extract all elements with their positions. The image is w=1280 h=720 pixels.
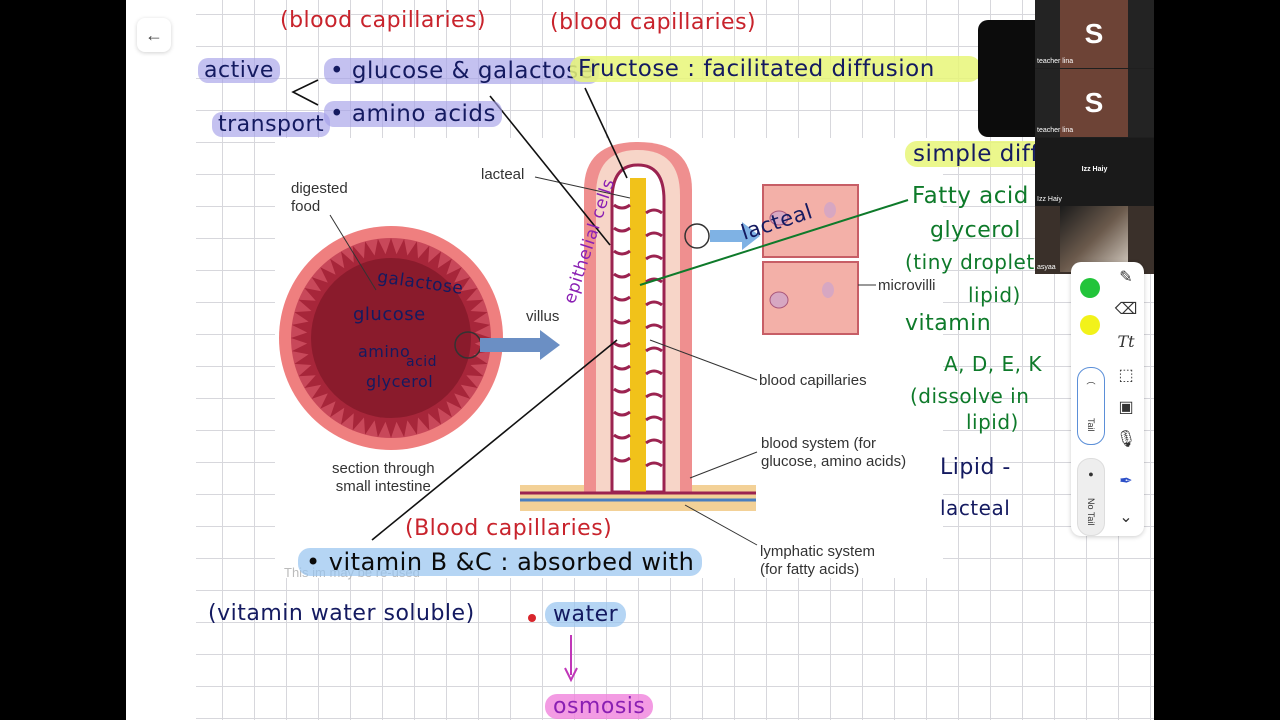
dot-icon: ● bbox=[1088, 468, 1094, 479]
highlighter-icon[interactable]: ✒ bbox=[1119, 473, 1133, 490]
lasso-select-icon[interactable]: ⬚ bbox=[1118, 367, 1134, 384]
note-lipid-close: lipid) bbox=[968, 283, 1021, 307]
tail-label: Tail bbox=[1086, 418, 1096, 432]
note-active: active bbox=[198, 58, 280, 83]
blood-capillaries-label: blood capillaries bbox=[759, 372, 867, 389]
note-transport: transport bbox=[212, 112, 331, 137]
note-vitamins-adek: A, D, E, K bbox=[944, 352, 1042, 376]
avatar: S bbox=[1060, 0, 1128, 68]
no-tail-label: No Tail bbox=[1086, 497, 1096, 526]
participant-tile[interactable]: S teacher lina bbox=[1035, 0, 1154, 68]
participant-tile[interactable]: S teacher lina bbox=[1035, 69, 1154, 137]
note-simple-diff: simple diff bbox=[905, 141, 1047, 167]
lacteal-label: lacteal bbox=[481, 166, 525, 183]
color-swatch-yellow[interactable] bbox=[1080, 315, 1100, 335]
note-blood-capillaries-3: (Blood capillaries) bbox=[405, 516, 613, 541]
tail-toggle[interactable]: ⌒ Tail bbox=[1077, 367, 1105, 445]
microphone-icon[interactable]: 🎙 bbox=[1115, 431, 1137, 448]
participant-center-name: Izz Haiy bbox=[1081, 166, 1108, 173]
note-water-soluble: (vitamin water soluble) bbox=[208, 601, 475, 626]
note-amino: amino bbox=[358, 342, 411, 361]
annotation-arrows bbox=[291, 79, 628, 541]
microvilli-label: microvilli bbox=[878, 277, 936, 294]
participant-name: teacher lina bbox=[1037, 127, 1074, 134]
arrow-to-villus bbox=[480, 330, 560, 360]
villus-drawing bbox=[520, 142, 756, 511]
note-amino-acids: • amino acids bbox=[324, 101, 502, 127]
color-swatch-green[interactable] bbox=[1080, 278, 1100, 298]
note-blood-capillaries-1: (blood capillaries) bbox=[280, 8, 487, 33]
note-glycerol-circle: glycerol bbox=[366, 372, 434, 391]
note-lipid-close-2: lipid) bbox=[966, 410, 1019, 434]
eraser-icon[interactable]: ⌫ bbox=[1114, 301, 1138, 318]
participant-name: teacher lina bbox=[1037, 58, 1074, 65]
tail-curve-icon: ⌒ bbox=[1086, 382, 1096, 393]
arrow-left-icon: ← bbox=[145, 24, 163, 45]
image-icon[interactable]: ▣ bbox=[1118, 399, 1134, 416]
pen-icon[interactable]: ✎ bbox=[1119, 269, 1133, 286]
note-tiny-droplet: (tiny droplet bbox=[905, 250, 1035, 274]
arrow-to-microvilli bbox=[710, 222, 760, 250]
note-vitamin: vitamin bbox=[905, 311, 992, 336]
participant-name: asyaa bbox=[1037, 264, 1056, 271]
avatar: S bbox=[1060, 69, 1128, 137]
chevron-down-icon[interactable]: ⌄ bbox=[1119, 509, 1133, 526]
participant-name: Izz Haiy bbox=[1037, 196, 1062, 203]
note-acid: acid bbox=[406, 354, 438, 370]
note-lacteal: lacteal bbox=[940, 496, 1011, 520]
note-glucose-galactose: • glucose & galactose bbox=[324, 58, 600, 84]
participant-tile[interactable]: asyaa bbox=[1035, 206, 1154, 274]
intestine-section-drawing bbox=[279, 226, 503, 450]
page-margin bbox=[126, 0, 196, 720]
note-lipid-dash: Lipid - bbox=[940, 455, 1011, 480]
drawing-toolbar: ⌒ Tail ● No Tail ✎ ⌫ Tt ⬚ ▣ 🎙 ✒ ⌄ bbox=[1071, 262, 1144, 536]
note-dissolve-in: (dissolve in bbox=[910, 384, 1030, 408]
lymphatic-system-label: lymphatic system(for fatty acids) bbox=[760, 543, 876, 578]
note-water: water bbox=[545, 602, 627, 627]
note-vitamin-bc: • vitamin B &C : absorbed with bbox=[298, 548, 703, 576]
participant-tile[interactable]: Izz Haiy Izz Haiy bbox=[1035, 138, 1154, 206]
no-tail-toggle[interactable]: ● No Tail bbox=[1077, 458, 1105, 536]
participant-video bbox=[1060, 206, 1128, 272]
participants-panel: S teacher lina S teacher lina Izz Haiy I… bbox=[1035, 0, 1154, 274]
text-icon[interactable]: Tt bbox=[1117, 331, 1135, 351]
note-osmosis: osmosis bbox=[545, 694, 654, 719]
note-blood-capillaries-2: (blood capillaries) bbox=[550, 10, 757, 35]
back-button[interactable]: ← bbox=[137, 18, 171, 52]
note-glycerol: glycerol bbox=[930, 218, 1021, 243]
note-fructose: Fructose : facilitated diffusion bbox=[570, 56, 981, 82]
note-glucose: glucose bbox=[353, 304, 426, 325]
self-video-preview[interactable] bbox=[978, 20, 1038, 137]
diagram-leader-lines bbox=[329, 176, 876, 546]
villus-label: villus bbox=[526, 308, 560, 325]
note-fatty-acid: Fatty acid bbox=[912, 183, 1029, 209]
